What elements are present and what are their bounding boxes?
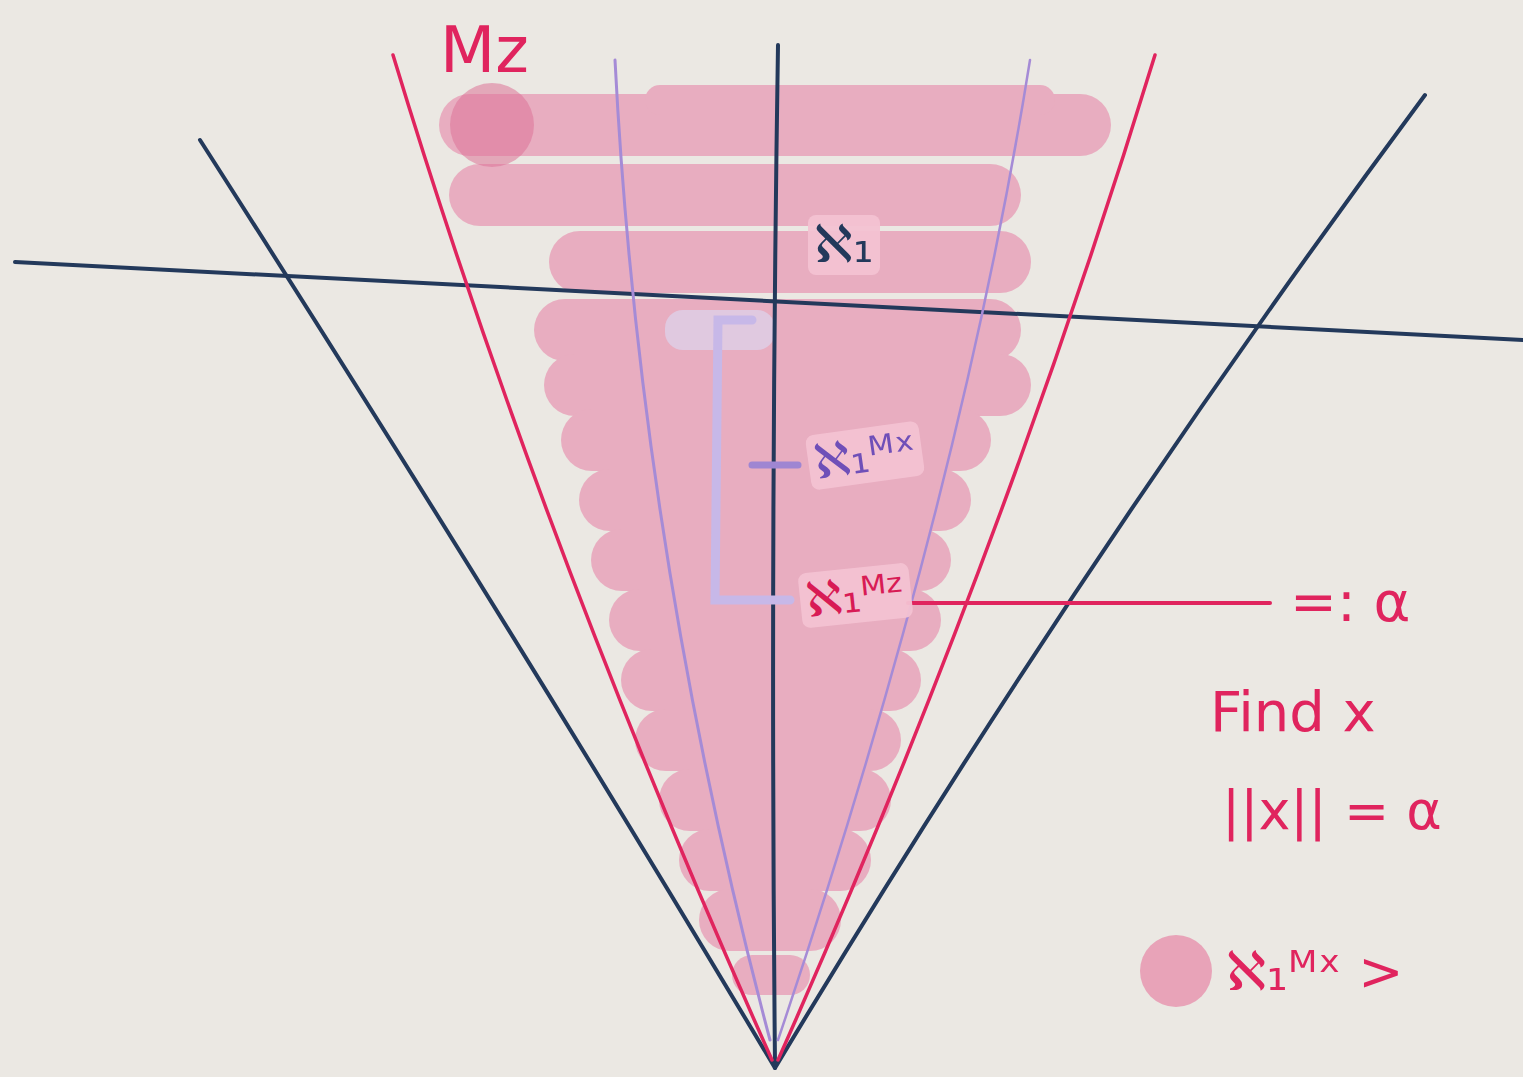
vertical-axis — [773, 45, 778, 1065]
note: Find x — [1210, 680, 1376, 744]
definition-note: =: α — [1290, 570, 1411, 634]
inner-cone-left — [615, 60, 770, 1040]
tick-mark — [752, 462, 798, 469]
shade-stroke — [575, 354, 1000, 416]
outer-cone-right — [775, 95, 1425, 1068]
shade-stroke — [580, 231, 1000, 293]
shade-blob — [450, 83, 534, 167]
legend-text: ℵ₁ᴹˣ > — [1226, 941, 1404, 1003]
horizontal-slice — [15, 262, 1523, 340]
shade-stroke — [480, 164, 990, 226]
leader-line — [908, 601, 1270, 605]
shade-stroke — [660, 85, 1040, 115]
outer-cone-left — [200, 140, 775, 1068]
cardinal-label: ℵ₁ — [808, 215, 880, 275]
shade-stroke — [730, 889, 810, 951]
inner-cone-right — [778, 60, 1030, 1040]
cardinal-label: ℵ₁ᴹᶻ — [797, 562, 913, 628]
cardinal-label: ℵ₁ᴹˣ — [805, 420, 926, 491]
legend-swatch — [1140, 935, 1212, 1007]
note: ||x|| = α — [1222, 780, 1442, 842]
model-cone-right — [778, 55, 1155, 1060]
bracket — [715, 320, 790, 600]
model-name: Mz — [440, 14, 529, 88]
